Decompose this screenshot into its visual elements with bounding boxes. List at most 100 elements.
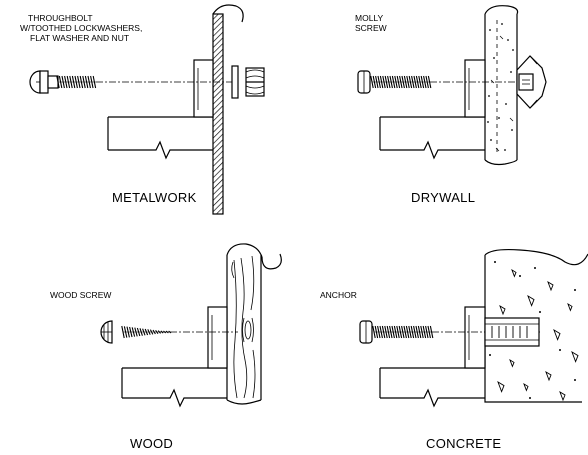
thread-tick bbox=[157, 330, 162, 334]
drywall-texture bbox=[487, 23, 514, 152]
thread-tick bbox=[56, 75, 60, 89]
metalwork-note-line-3: FLAT WASHER AND NUT bbox=[30, 33, 129, 43]
thread-tick bbox=[139, 328, 143, 336]
thread-tick bbox=[84, 75, 89, 89]
concrete-block bbox=[484, 248, 588, 403]
thread-tick bbox=[372, 75, 377, 89]
thread-tick bbox=[413, 75, 417, 89]
thread-tick bbox=[405, 325, 410, 339]
aggregate-dot bbox=[539, 311, 541, 313]
aggregate-stone bbox=[567, 302, 573, 312]
metal-plate bbox=[212, 13, 224, 215]
aggregate-stone bbox=[527, 294, 535, 307]
thread-tick bbox=[391, 325, 395, 339]
wood-screw-thread bbox=[121, 325, 172, 339]
thread-tick bbox=[384, 325, 388, 339]
speckle bbox=[487, 121, 489, 123]
anchor-sleeve bbox=[484, 317, 540, 347]
concrete-bracket-break bbox=[380, 388, 485, 408]
aggregate-dot bbox=[574, 289, 576, 291]
thread-tick bbox=[410, 325, 415, 339]
thread-tick bbox=[389, 75, 393, 89]
thread-tick bbox=[427, 325, 431, 339]
thread-tick bbox=[423, 75, 427, 89]
thread-tick bbox=[411, 75, 415, 89]
aggregate-dot bbox=[529, 397, 531, 399]
aggregate-dot bbox=[494, 261, 496, 263]
thread-tick bbox=[386, 325, 391, 339]
metalwork-panel: THROUGHBOLT W/TOOTHED LOCKWASHERS, FLAT … bbox=[20, 4, 265, 215]
thread-tick bbox=[415, 75, 420, 89]
wood-panel: WOOD SCREW WO bbox=[50, 243, 282, 451]
thread-tick bbox=[79, 75, 84, 89]
speckle bbox=[495, 147, 500, 152]
metal-plate-break bbox=[212, 4, 244, 23]
drywall-note: MOLLY SCREW bbox=[355, 13, 387, 33]
flat-washer bbox=[231, 65, 239, 99]
aggregate-stone bbox=[571, 350, 579, 363]
thread-tick bbox=[165, 330, 169, 334]
thread-tick bbox=[155, 329, 159, 335]
drywall-note-line-1: MOLLY bbox=[355, 13, 384, 23]
drywall-bracket-break bbox=[380, 140, 485, 160]
thread-tick bbox=[429, 325, 434, 339]
speckle bbox=[501, 23, 503, 25]
aggregate-dot bbox=[559, 349, 561, 351]
aggregate-dot bbox=[574, 379, 576, 381]
thread-tick bbox=[126, 326, 130, 338]
anchor-screw bbox=[359, 320, 540, 344]
concrete-caption: CONCRETE bbox=[426, 436, 501, 451]
anchor-screw-thread bbox=[372, 325, 434, 339]
metalwork-caption: METALWORK bbox=[112, 190, 197, 205]
concrete-note: ANCHOR bbox=[320, 290, 357, 300]
aggregate-stone bbox=[497, 380, 505, 393]
drywall-panel: MOLLY SCREW DRYWALL bbox=[355, 5, 547, 205]
thread-tick bbox=[131, 327, 136, 337]
thread-tick bbox=[379, 75, 384, 89]
thread-tick bbox=[384, 75, 389, 89]
thread-tick bbox=[415, 325, 419, 339]
drywall-bracket-tab bbox=[464, 59, 486, 118]
thread-tick bbox=[399, 75, 403, 89]
thread-tick bbox=[71, 75, 76, 89]
thread-tick bbox=[370, 75, 374, 89]
speckle bbox=[504, 149, 506, 151]
speckle bbox=[490, 139, 492, 141]
thread-tick bbox=[92, 75, 97, 89]
thread-tick bbox=[420, 75, 425, 89]
thread-tick bbox=[394, 75, 398, 89]
aggregate-stone bbox=[545, 370, 552, 382]
aggregate-dot bbox=[534, 267, 536, 269]
metalwork-note-line-1: THROUGHBOLT bbox=[28, 13, 92, 23]
thread-tick bbox=[381, 325, 386, 339]
thread-tick bbox=[377, 75, 381, 89]
thread-tick bbox=[82, 75, 86, 89]
speckle bbox=[498, 117, 500, 119]
thread-tick bbox=[64, 75, 68, 89]
concrete-panel: ANCHOR CONCRETE bbox=[320, 248, 588, 451]
thread-tick bbox=[427, 75, 432, 89]
metalwork-note-line-2: W/TOOTHED LOCKWASHERS, bbox=[20, 23, 142, 33]
molly-screw-thread bbox=[370, 75, 432, 89]
thread-tick bbox=[413, 325, 417, 339]
thread-tick bbox=[408, 325, 412, 339]
thread-tick bbox=[393, 325, 398, 339]
drywall-caption: DRYWALL bbox=[411, 190, 475, 205]
speckle bbox=[499, 35, 504, 40]
thread-tick bbox=[142, 328, 146, 336]
thread-tick bbox=[425, 325, 429, 339]
wood-bracket-tab bbox=[207, 306, 228, 369]
bolt-neck bbox=[47, 75, 59, 89]
thread-tick bbox=[379, 325, 383, 339]
thread-tick bbox=[401, 75, 405, 89]
thread-tick bbox=[408, 75, 413, 89]
speckle bbox=[493, 57, 495, 59]
thread-tick bbox=[398, 325, 403, 339]
aggregate-stone bbox=[559, 390, 566, 402]
aggregate-stone bbox=[509, 358, 515, 368]
thread-tick bbox=[123, 326, 128, 338]
metalwork-bracket-break bbox=[108, 140, 213, 160]
thread-tick bbox=[389, 325, 393, 339]
thread-tick bbox=[417, 325, 422, 339]
